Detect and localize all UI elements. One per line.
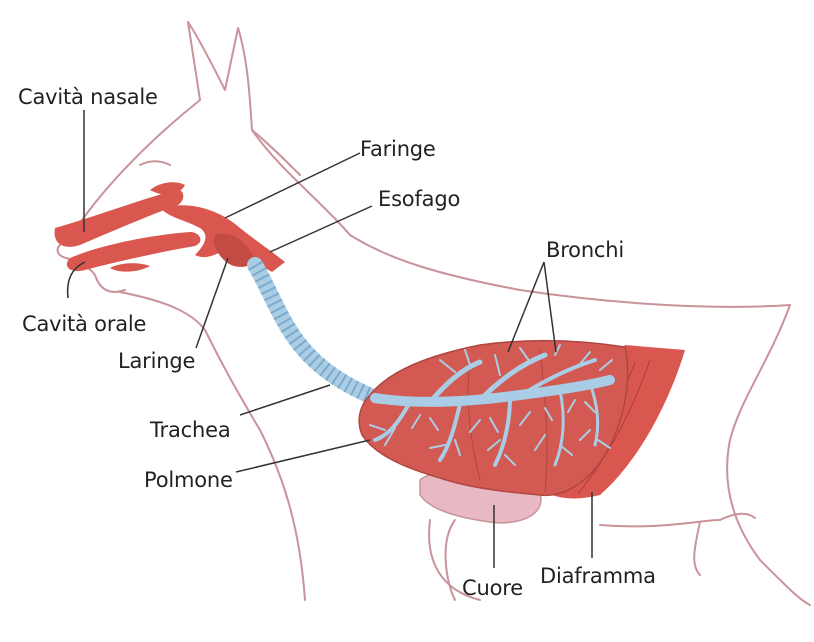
label-cavita-orale: Cavità orale (22, 312, 147, 336)
leader-trachea (239, 384, 331, 416)
label-trachea: Trachea (150, 418, 231, 442)
oral-cavity-shape (66, 232, 201, 272)
leader-faringe (224, 152, 361, 219)
label-cuore: Cuore (462, 576, 523, 600)
label-esofago: Esofago (378, 187, 461, 211)
nasal-cavity-shape (54, 182, 185, 247)
leader-esofago (269, 205, 373, 253)
label-faringe: Faringe (360, 137, 436, 161)
bronchi-tree (369, 344, 615, 467)
label-cavita-nasale: Cavità nasale (18, 85, 158, 109)
leader-cavita-orale (66, 261, 86, 299)
dog-outline (56, 21, 811, 606)
leader-laringe (195, 257, 229, 349)
label-polmone: Polmone (144, 468, 233, 492)
leader-bronchi-a (507, 261, 545, 353)
label-diaframma: Diaframma (540, 564, 656, 588)
pharynx-larynx-shape (160, 205, 285, 272)
leader-polmone (235, 439, 371, 473)
leader-lines (66, 110, 593, 568)
label-bronchi: Bronchi (546, 238, 625, 262)
trachea-shape (247, 257, 383, 406)
leader-bronchi-b (543, 261, 557, 353)
label-laringe: Laringe (118, 349, 196, 373)
lung-shape (358, 339, 629, 497)
